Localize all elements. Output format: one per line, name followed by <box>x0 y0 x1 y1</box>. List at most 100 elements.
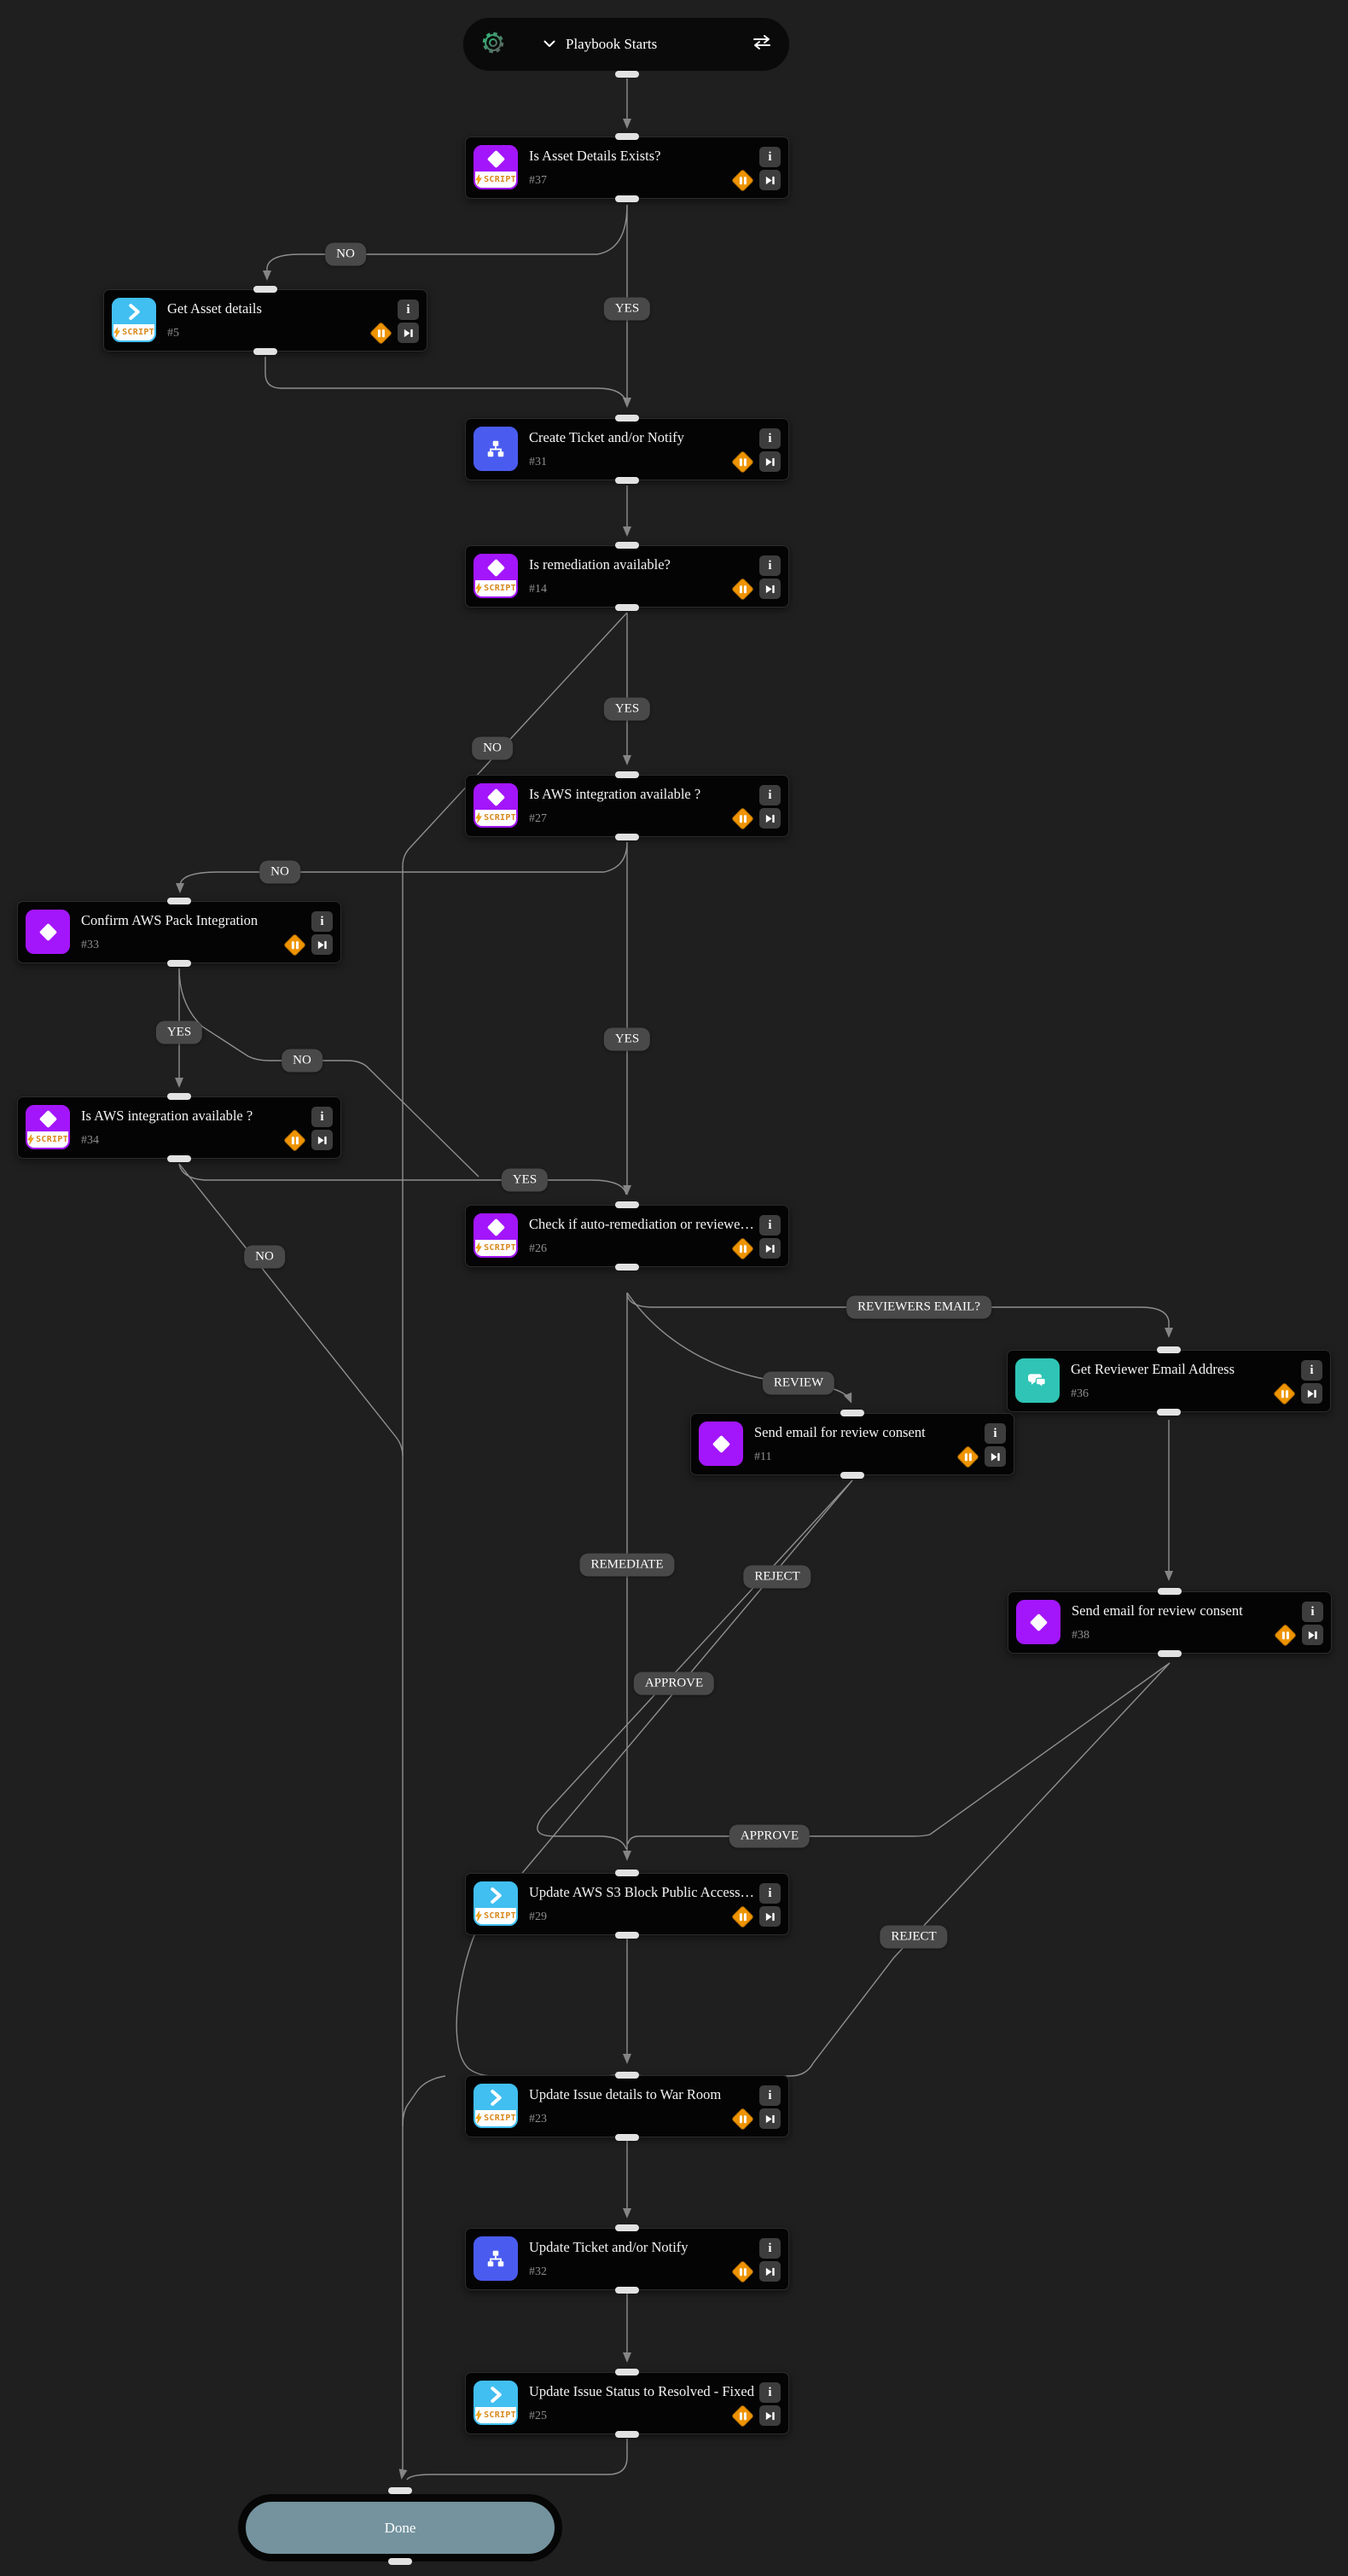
connector-nub[interactable] <box>840 1472 864 1479</box>
task-node-37[interactable]: SCRIPT Is Asset Details Exists? #37 i <box>465 137 789 199</box>
skip-to-end-icon[interactable] <box>759 1906 781 1927</box>
task-node-32[interactable]: SCRIPT Update Ticket and/or Notify #32 i <box>465 2228 789 2290</box>
connector-nub[interactable] <box>167 960 191 967</box>
edge-label[interactable]: NO <box>472 736 513 760</box>
pause-diamond-icon[interactable] <box>730 577 754 601</box>
pause-diamond-icon[interactable] <box>282 933 306 957</box>
edge-label[interactable]: APPROVE <box>633 1672 715 1695</box>
done-node[interactable]: Done <box>240 2496 561 2560</box>
edge-label[interactable]: NO <box>259 860 300 884</box>
connector-nub[interactable] <box>615 2287 639 2294</box>
connector-nub[interactable] <box>1158 1650 1182 1657</box>
skip-to-end-icon[interactable] <box>759 579 781 599</box>
connector-nub[interactable] <box>388 2558 412 2565</box>
connector-nub[interactable] <box>615 542 639 549</box>
connector-nub[interactable] <box>253 348 277 355</box>
task-node-11[interactable]: SCRIPT Send email for review consent #11… <box>690 1413 1014 1475</box>
connector-nub[interactable] <box>615 477 639 484</box>
skip-to-end-icon[interactable] <box>759 2261 781 2282</box>
task-node-5[interactable]: SCRIPT Get Asset details #5 i <box>103 289 427 352</box>
connector-nub[interactable] <box>615 415 639 422</box>
connector-nub[interactable] <box>615 71 639 78</box>
edge-label[interactable]: REJECT <box>880 1925 948 1949</box>
info-icon[interactable]: i <box>1302 1602 1323 1622</box>
info-icon[interactable]: i <box>759 147 781 167</box>
connector-nub[interactable] <box>1158 1588 1182 1595</box>
edge-label[interactable]: REVIEW <box>762 1371 835 1395</box>
edge-label[interactable]: YES <box>603 1027 651 1051</box>
info-icon[interactable]: i <box>398 299 419 320</box>
connector-nub[interactable] <box>615 834 639 840</box>
skip-to-end-icon[interactable] <box>398 323 419 343</box>
info-icon[interactable]: i <box>759 428 781 449</box>
connector-nub[interactable] <box>615 2431 639 2438</box>
connector-nub[interactable] <box>615 195 639 202</box>
connector-nub[interactable] <box>253 286 277 293</box>
pause-diamond-icon[interactable] <box>1273 1623 1297 1647</box>
connector-nub[interactable] <box>167 1155 191 1162</box>
connector-nub[interactable] <box>615 2224 639 2231</box>
edge-label[interactable]: REJECT <box>743 1565 811 1589</box>
pause-diamond-icon[interactable] <box>730 2404 754 2428</box>
connector-nub[interactable] <box>615 133 639 140</box>
pause-diamond-icon[interactable] <box>730 2107 754 2131</box>
skip-to-end-icon[interactable] <box>759 808 781 829</box>
task-node-34[interactable]: SCRIPT Is AWS integration available ? #3… <box>17 1096 341 1159</box>
edge-label[interactable]: NO <box>244 1245 285 1269</box>
info-icon[interactable]: i <box>759 785 781 805</box>
info-icon[interactable]: i <box>759 1883 781 1904</box>
edge-label[interactable]: NO <box>325 242 366 266</box>
skip-to-end-icon[interactable] <box>759 170 781 190</box>
chevron-down-icon[interactable] <box>543 37 555 52</box>
info-icon[interactable]: i <box>759 2382 781 2403</box>
skip-to-end-icon[interactable] <box>311 934 333 955</box>
task-node-33[interactable]: SCRIPT Confirm AWS Pack Integration #33 … <box>17 901 341 963</box>
task-node-23[interactable]: SCRIPT Update Issue details to War Room … <box>465 2075 789 2137</box>
swap-icon[interactable] <box>752 35 772 54</box>
task-node-14[interactable]: SCRIPT Is remediation available? #14 i <box>465 545 789 608</box>
skip-to-end-icon[interactable] <box>759 451 781 472</box>
edge-label[interactable]: YES <box>603 697 651 721</box>
skip-to-end-icon[interactable] <box>1302 1625 1323 1645</box>
edge-label[interactable]: YES <box>501 1168 549 1192</box>
info-icon[interactable]: i <box>311 1107 333 1127</box>
skip-to-end-icon[interactable] <box>759 2108 781 2129</box>
playbook-start-node[interactable]: Playbook Starts <box>462 17 790 72</box>
connector-nub[interactable] <box>615 2134 639 2141</box>
connector-nub[interactable] <box>615 2369 639 2375</box>
connector-nub[interactable] <box>615 1932 639 1939</box>
skip-to-end-icon[interactable] <box>311 1130 333 1150</box>
pause-diamond-icon[interactable] <box>282 1128 306 1152</box>
skip-to-end-icon[interactable] <box>759 2405 781 2426</box>
task-node-29[interactable]: SCRIPT Update AWS S3 Block Public Access… <box>465 1873 789 1935</box>
edge-label[interactable]: NO <box>282 1049 322 1073</box>
task-node-25[interactable]: SCRIPT Update Issue Status to Resolved -… <box>465 2372 789 2434</box>
edge-label[interactable]: REMEDIATE <box>579 1553 675 1577</box>
connector-nub[interactable] <box>615 1869 639 1876</box>
pause-diamond-icon[interactable] <box>730 2259 754 2283</box>
pause-diamond-icon[interactable] <box>1272 1381 1296 1405</box>
task-node-36[interactable]: SCRIPT Get Reviewer Email Address #36 i <box>1007 1350 1331 1412</box>
task-node-31[interactable]: SCRIPT Create Ticket and/or Notify #31 i <box>465 418 789 480</box>
info-icon[interactable]: i <box>759 1215 781 1236</box>
task-node-26[interactable]: SCRIPT Check if auto-remediation or revi… <box>465 1205 789 1267</box>
connector-nub[interactable] <box>167 1093 191 1100</box>
pause-diamond-icon[interactable] <box>956 1445 979 1468</box>
pause-diamond-icon[interactable] <box>730 450 754 474</box>
info-icon[interactable]: i <box>759 555 781 576</box>
task-node-27[interactable]: SCRIPT Is AWS integration available ? #2… <box>465 775 789 837</box>
connector-nub[interactable] <box>615 1201 639 1208</box>
pause-diamond-icon[interactable] <box>369 321 392 345</box>
connector-nub[interactable] <box>840 1410 864 1416</box>
edge-label[interactable]: YES <box>603 297 651 321</box>
connector-nub[interactable] <box>615 2072 639 2079</box>
edge-label[interactable]: APPROVE <box>729 1824 811 1848</box>
pause-diamond-icon[interactable] <box>730 168 754 192</box>
info-icon[interactable]: i <box>985 1423 1006 1444</box>
connector-nub[interactable] <box>1157 1409 1181 1416</box>
info-icon[interactable]: i <box>1301 1360 1322 1381</box>
info-icon[interactable]: i <box>759 2238 781 2259</box>
skip-to-end-icon[interactable] <box>759 1238 781 1259</box>
connector-nub[interactable] <box>615 771 639 778</box>
